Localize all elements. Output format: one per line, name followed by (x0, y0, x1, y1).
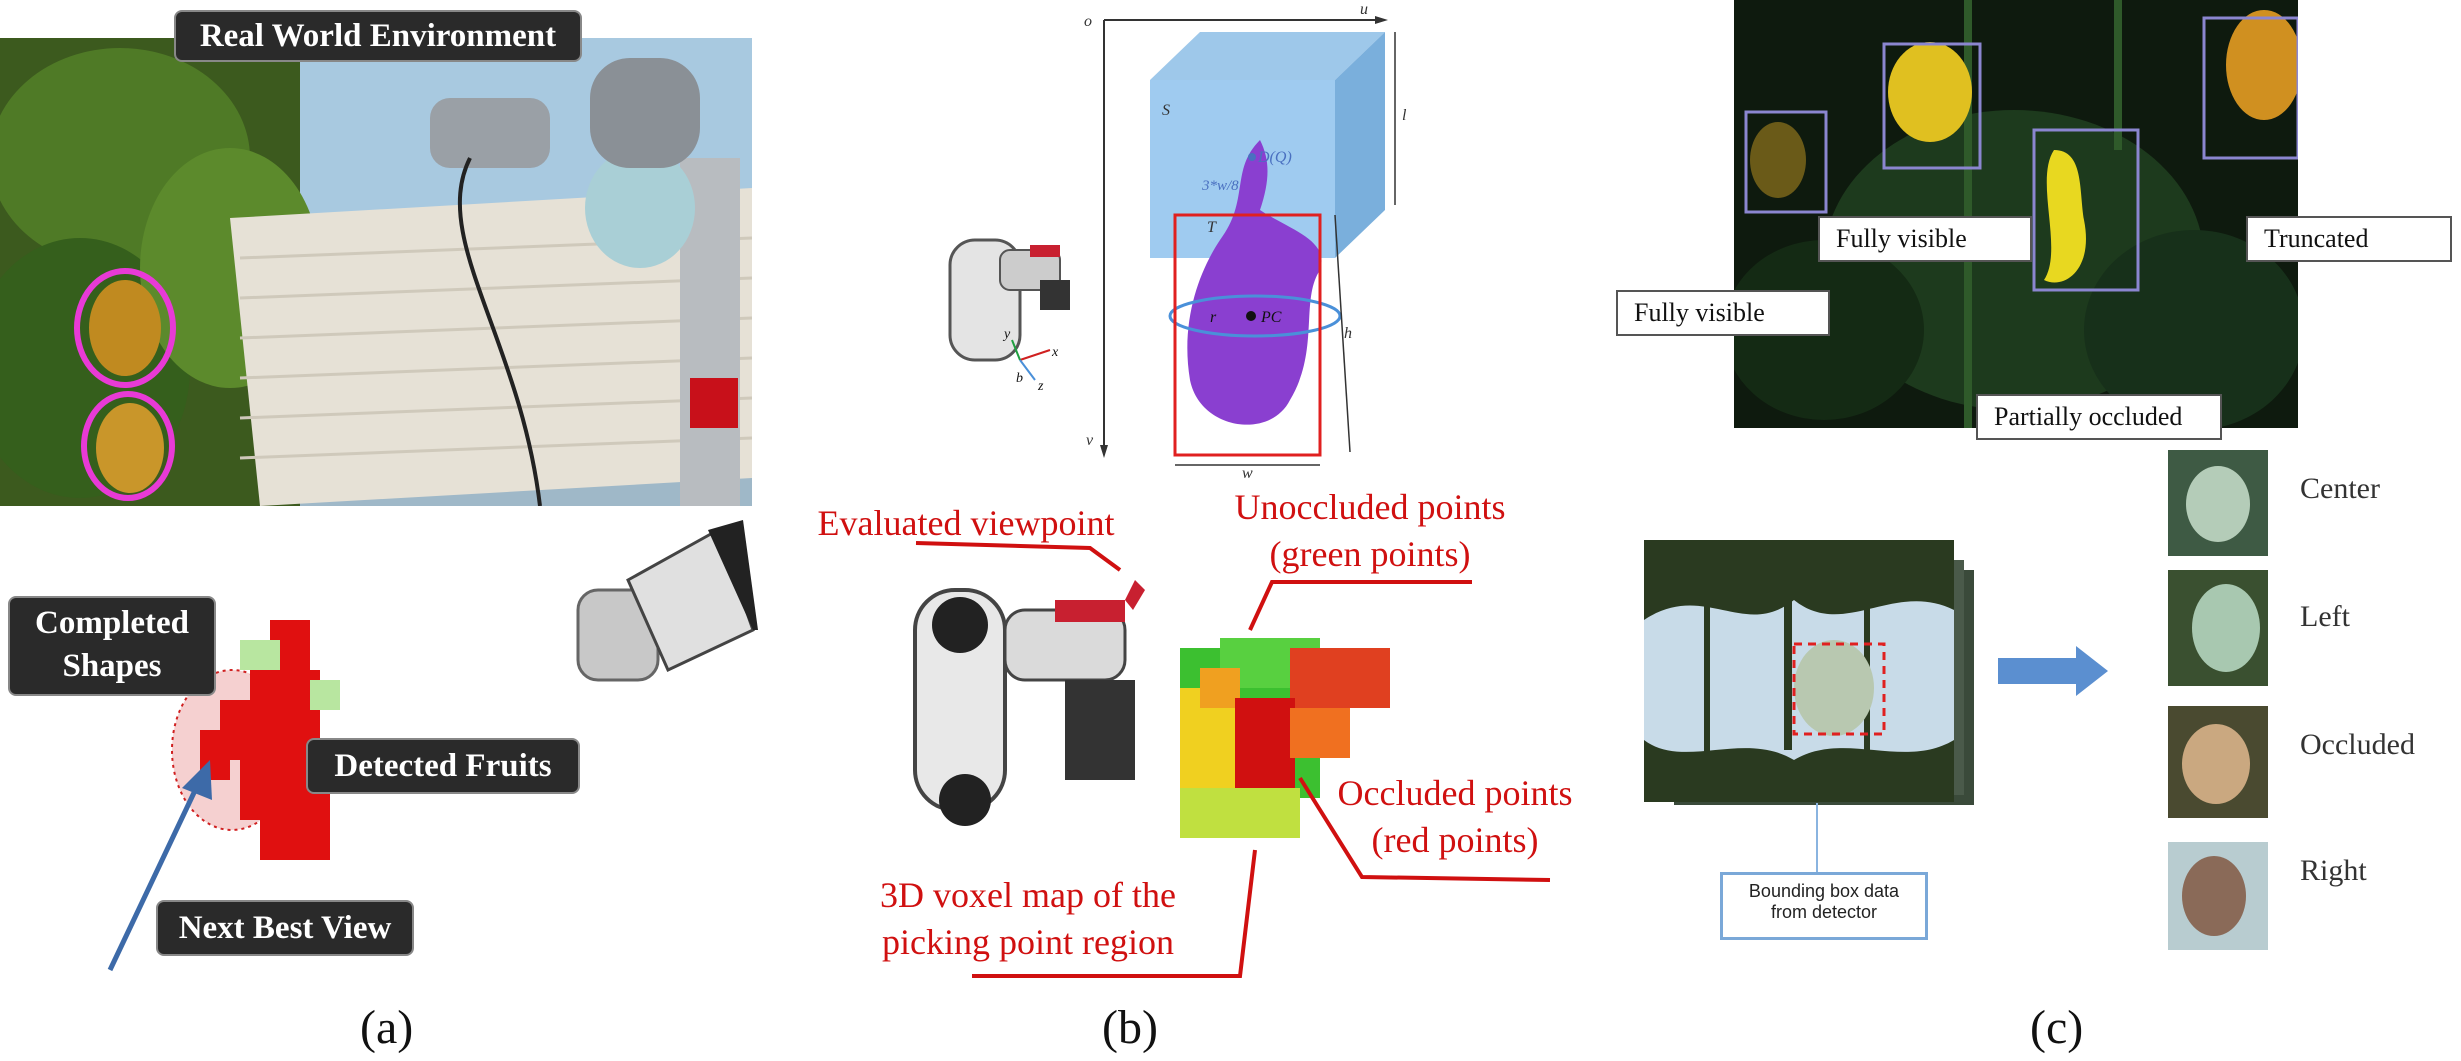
detected-fruits-label: Detected Fruits (306, 738, 580, 794)
fully-visible-label-2: Fully visible (1818, 216, 2032, 262)
diagram-label-pc: PC (1260, 309, 1282, 326)
next-best-view-arrow (107, 760, 212, 972)
panel-a-caption: (a) (360, 1001, 414, 1054)
voxel-map (1180, 638, 1390, 838)
diagram-label-v: v (1086, 432, 1094, 449)
occluded-points-line1: Occluded points (1337, 773, 1573, 813)
diagram-label-r: r (1210, 309, 1217, 326)
pepper-detection-photo (1734, 0, 2298, 428)
evaluated-viewpoint-label: Evaluated viewpoint (817, 503, 1115, 543)
panel-b-caption: (b) (1102, 1001, 1158, 1054)
bbox-note-line1: Bounding box data (1748, 881, 1900, 901)
unoccluded-points-label: Unoccluded points (green points) (1220, 484, 1520, 578)
bbox-note-line2: from detector (1770, 902, 1878, 922)
diagram-label-t: T (1207, 219, 1217, 236)
image-sequence-stack (1644, 540, 1974, 805)
axis-label-z: z (1037, 379, 1044, 394)
real-world-environment-label: Real World Environment (174, 10, 582, 62)
detection-box (1882, 42, 1982, 170)
connector-line (1816, 803, 1818, 873)
fruit-circle-marker (81, 391, 175, 501)
axis-label-x: x (1051, 345, 1059, 360)
diagram-label-s: S (1162, 102, 1170, 119)
robot-arm-schematic: x y z b (948, 238, 1070, 394)
occluded-points-label: Occluded points (red points) (1320, 770, 1590, 864)
view-label-occluded: Occluded (2300, 728, 2415, 761)
diagram-label-l: l (1402, 107, 1407, 124)
voxel-fruit-model (171, 620, 340, 860)
detection-box (1744, 110, 1828, 214)
view-thumbnails (2168, 450, 2268, 950)
diagram-label-u: u (1360, 1, 1368, 18)
unoccluded-points-line2: (green points) (1269, 533, 1471, 574)
detection-box (2202, 16, 2298, 160)
fully-visible-label-1: Fully visible (1616, 290, 1830, 336)
diagram-label-h: h (1344, 325, 1352, 342)
diagram-label-w: w (1242, 465, 1253, 480)
fruit-circle-marker (74, 268, 176, 388)
robot-arm-render (913, 580, 1145, 826)
bbox-note: Bounding box data from detector (1720, 872, 1928, 940)
annotation-leader-lines (915, 541, 1551, 978)
diagram-label-dq: D(Q) (1257, 149, 1292, 166)
next-best-view-label: Next Best View (156, 900, 414, 956)
voxel-map-label: 3D voxel map of the picking point region (868, 872, 1188, 966)
panel-c-caption: (c) (2030, 1001, 2084, 1054)
completed-shapes-label: Completed Shapes (8, 596, 216, 696)
picking-region-diagram: o u v S l h w D(Q) 3*w/8 T PC r (1084, 1, 1407, 480)
diagram-label-angle: 3*w/8 (1201, 178, 1239, 194)
greenhouse-photo (0, 38, 752, 506)
view-label-left: Left (2300, 600, 2350, 633)
voxel-map-line2: picking point region (882, 921, 1174, 962)
axis-label-y: y (1002, 327, 1011, 342)
right-arrow-icon (1998, 646, 2108, 696)
axis-label-b: b (1016, 371, 1023, 386)
view-label-center: Center (2300, 472, 2380, 505)
voxel-map-line1: 3D voxel map of the (880, 875, 1176, 915)
unoccluded-points-line1: Unoccluded points (1234, 487, 1506, 527)
bounding-box-marker (1792, 642, 1886, 736)
occluded-points-line2: (red points) (1371, 819, 1539, 860)
detection-box (2032, 128, 2140, 292)
partially-occluded-label: Partially occluded (1976, 394, 2222, 440)
diagram-label-o: o (1084, 13, 1092, 30)
view-label-right: Right (2300, 854, 2367, 887)
truncated-label: Truncated (2246, 216, 2452, 262)
camera-icon (576, 520, 758, 682)
